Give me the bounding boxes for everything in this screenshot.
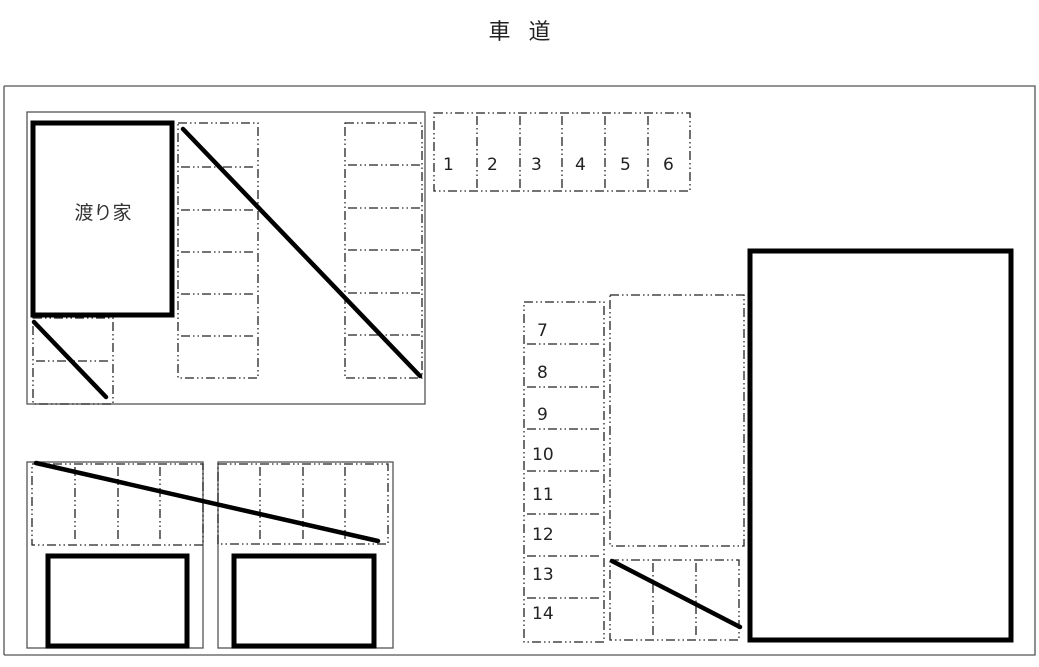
road-char-2: 道	[528, 20, 551, 45]
watari-house-building	[30, 120, 175, 318]
closed-mark-slash	[33, 460, 381, 544]
top-left-enclosure	[26, 111, 426, 405]
parking-space-label: 4	[575, 155, 586, 175]
building-bottom-b	[231, 553, 377, 649]
parking-space-label: 8	[537, 363, 548, 383]
parking-row-bottom-b	[217, 463, 389, 545]
closed-mark-slash	[180, 126, 423, 379]
parking-space-label: 6	[663, 155, 674, 175]
building-large-right	[747, 248, 1014, 643]
building-large-right-outline	[747, 248, 1014, 643]
parking-row-1-6	[433, 112, 691, 192]
parking-space-label: 12	[532, 525, 554, 545]
parking-row-bottom-a	[31, 463, 204, 546]
parking-column-a	[177, 122, 259, 379]
building-bottom-a	[45, 553, 190, 649]
road-char-1: 車	[488, 20, 511, 45]
parking-space-label: 5	[620, 155, 631, 175]
parking-space-label: 11	[532, 485, 554, 505]
closed-mark-slash	[609, 558, 743, 630]
parking-space-label: 1	[443, 155, 454, 175]
parking-column-7-14	[523, 301, 605, 643]
parking-row-bottom-right	[609, 559, 740, 641]
parking-space-label: 14	[532, 604, 554, 624]
parking-space-label: 10	[532, 445, 554, 465]
parking-space-label: 7	[537, 321, 548, 341]
closed-mark-slash	[31, 319, 109, 400]
parking-space-label: 2	[487, 155, 498, 175]
parking-space-label: 13	[532, 565, 554, 585]
open-area	[609, 294, 745, 547]
road-label: 車道	[0, 14, 1039, 46]
parking-space-label: 3	[531, 155, 542, 175]
lot-boundary	[4, 85, 1036, 656]
parking-space-label: 9	[537, 405, 548, 425]
small-parking-block	[32, 317, 114, 405]
watari-house-label: 渡り家	[74, 202, 132, 224]
parking-column-b	[344, 122, 423, 379]
